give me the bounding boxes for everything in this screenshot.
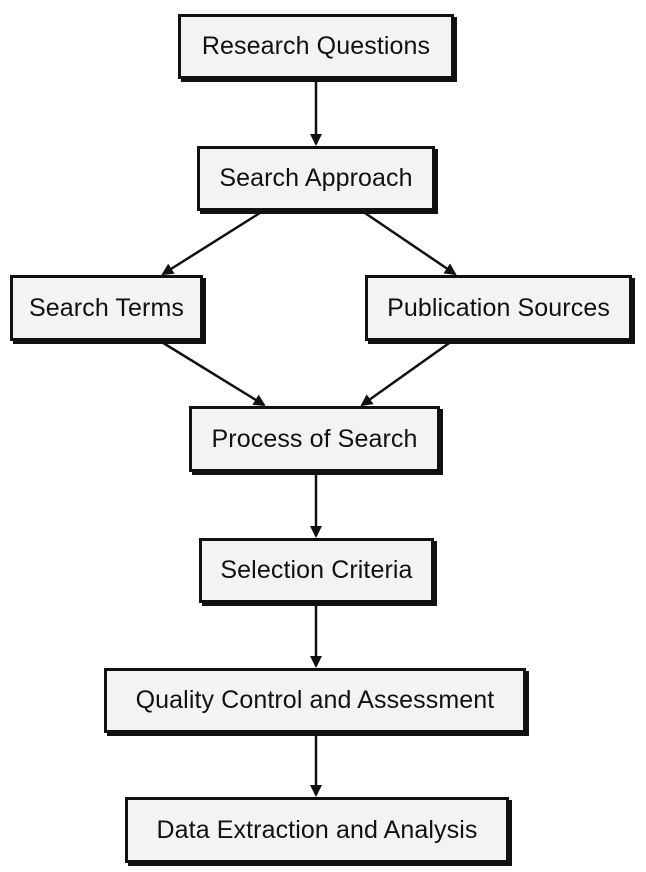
node-label: Quality Control and Assessment	[135, 686, 495, 714]
node-research-questions: Research Questions	[178, 14, 454, 79]
node-process-of-search: Process of Search	[189, 406, 440, 472]
node-data-extraction: Data Extraction and Analysis	[125, 797, 509, 863]
node-label: Publication Sources	[387, 293, 610, 322]
arrow-sources-to-process	[360, 339, 453, 407]
node-selection-criteria: Selection Criteria	[199, 538, 434, 603]
node-search-approach: Search Approach	[197, 146, 435, 211]
node-label: Search Approach	[219, 164, 413, 192]
node-publication-sources: Publication Sources	[365, 275, 632, 341]
node-label: Selection Criteria	[220, 556, 413, 584]
node-quality-control: Quality Control and Assessment	[104, 668, 526, 733]
node-label: Data Extraction and Analysis	[156, 815, 478, 844]
arrow-terms-to-process	[159, 339, 266, 407]
node-search-terms: Search Terms	[10, 275, 203, 341]
node-label: Search Terms	[29, 293, 184, 322]
arrow-approach-to-sources	[361, 209, 457, 276]
node-label: Research Questions	[201, 32, 431, 60]
node-label: Process of Search	[211, 424, 418, 453]
arrow-approach-to-terms	[161, 209, 264, 276]
